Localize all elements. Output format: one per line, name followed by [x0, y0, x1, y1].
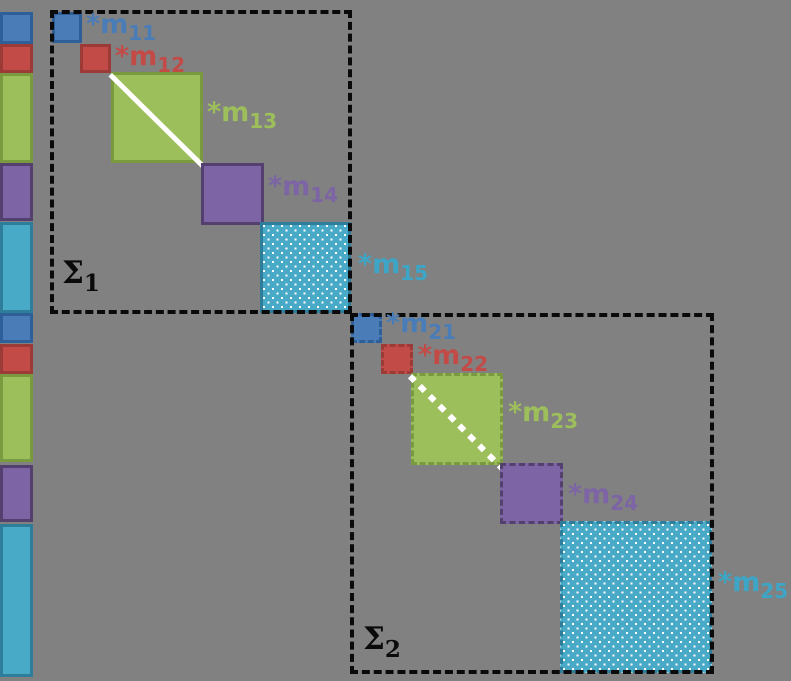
- strip-segment-green-1: [0, 73, 33, 163]
- block-m12: [80, 44, 111, 73]
- strip-segment-blue-1: [0, 12, 33, 44]
- strip-segment-cyan-1: [0, 222, 33, 313]
- strip-segment-purple-1: [0, 163, 33, 221]
- sigma2-symbol: Σ: [363, 621, 385, 657]
- block-m15: [260, 222, 351, 313]
- label-m25: *m25: [718, 567, 789, 603]
- strip-segment-blue-2: [0, 313, 33, 343]
- block-m23: [407, 373, 505, 471]
- sigma2-subscript: 2: [384, 636, 401, 663]
- block-m13: [108, 72, 205, 168]
- block-m25: [560, 521, 712, 673]
- strip-segment-red-2: [0, 344, 33, 374]
- label-m11: *m11: [86, 9, 157, 45]
- label-m23: *m23: [508, 397, 579, 433]
- strip-segment-green-2: [0, 374, 33, 462]
- strip-segment-purple-2: [0, 465, 33, 522]
- label-m13: *m13: [207, 97, 278, 133]
- label-m14: *m14: [268, 171, 339, 207]
- strip-segment-red-1: [0, 44, 33, 73]
- block-m21: [351, 313, 382, 343]
- sigma2-label: Σ2: [363, 621, 401, 661]
- diagonal-dashed-line-m23: [407, 374, 505, 471]
- label-m21: *m21: [386, 308, 457, 344]
- block-m14: [201, 163, 264, 225]
- label-m12: *m12: [115, 41, 186, 77]
- sigma1-symbol: Σ: [62, 255, 84, 291]
- label-m24: *m24: [568, 479, 639, 515]
- block-m22: [381, 344, 413, 374]
- strip-segment-cyan-2: [0, 524, 33, 677]
- block-m24: [500, 463, 563, 524]
- label-m15: *m15: [358, 249, 429, 285]
- diagonal-line-m13: [108, 73, 205, 168]
- block-m11: [52, 12, 82, 43]
- sigma1-subscript: 1: [83, 270, 100, 297]
- sigma1-label: Σ1: [62, 255, 100, 295]
- label-m22: *m22: [418, 340, 489, 376]
